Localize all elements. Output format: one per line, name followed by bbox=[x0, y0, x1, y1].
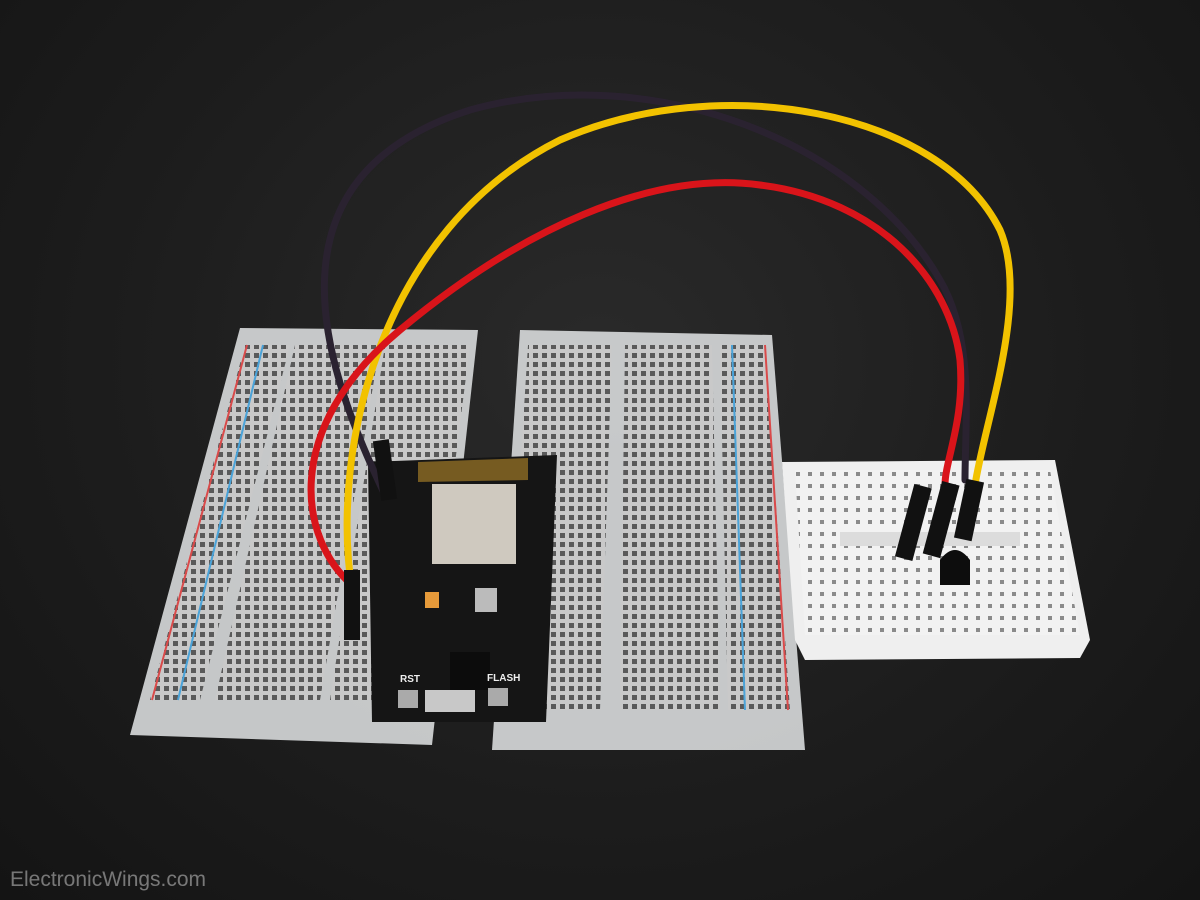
mini-breadboard bbox=[782, 460, 1090, 660]
watermark: ElectronicWings.com bbox=[10, 868, 207, 891]
wire-headers bbox=[344, 439, 985, 640]
yellow-wire bbox=[343, 102, 1014, 594]
rst-label: RST bbox=[400, 674, 420, 685]
jumper-wires bbox=[307, 91, 1014, 594]
red-wire bbox=[307, 179, 965, 589]
flash-label: FLASH bbox=[487, 673, 520, 684]
black-wire bbox=[320, 91, 970, 499]
nodemcu-board: RST FLASH bbox=[368, 455, 557, 722]
temperature-sensor bbox=[940, 550, 970, 585]
left-breadboard bbox=[130, 328, 478, 745]
